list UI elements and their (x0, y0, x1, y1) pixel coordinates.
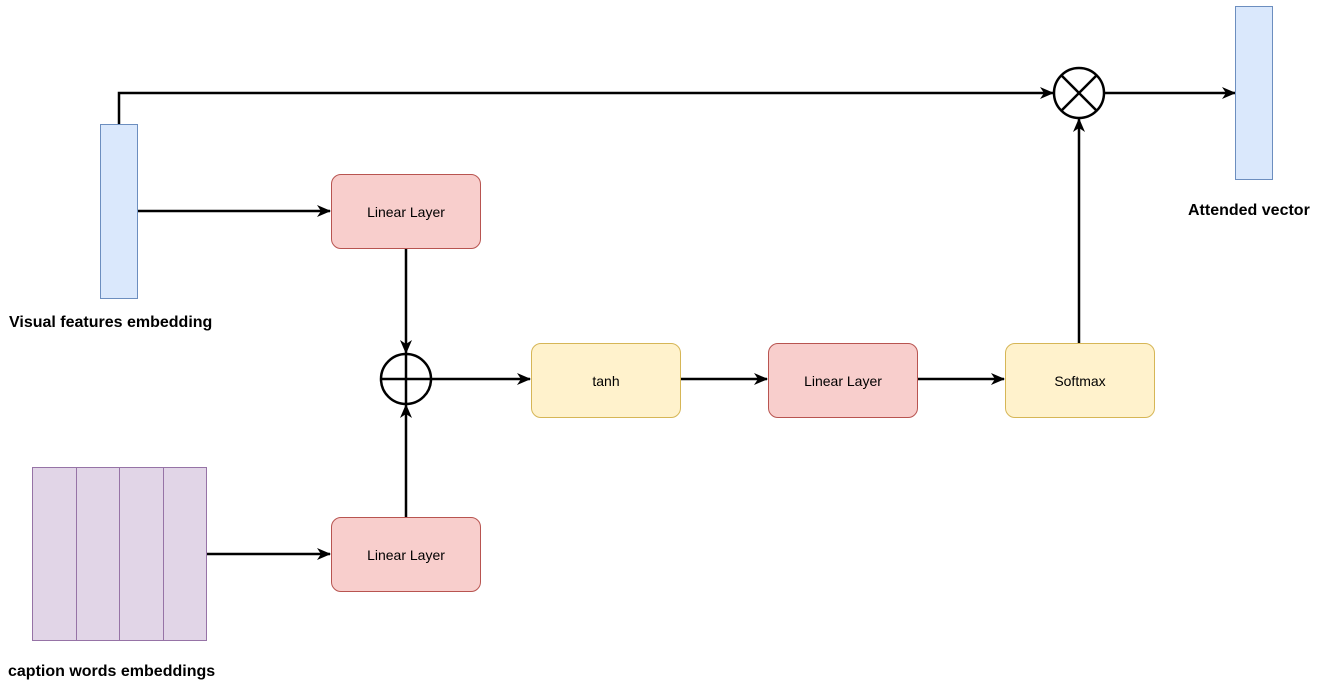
softmax-node: Softmax (1005, 343, 1155, 418)
caption-word-vector (162, 467, 207, 641)
times-circle-icon (1052, 66, 1106, 120)
linear-layer-caption: Linear Layer (331, 517, 481, 592)
caption-words-vectors (32, 467, 207, 641)
visual-features-vector (100, 124, 138, 299)
attended-vector-box (1235, 6, 1273, 180)
caption-words-label: caption words embeddings (8, 663, 216, 680)
caption-word-vector (119, 467, 164, 641)
caption-word-vector (32, 467, 77, 641)
tanh-node: tanh (531, 343, 681, 418)
caption-word-vector (75, 467, 121, 641)
attended-vector-label: Attended vector (1188, 202, 1310, 219)
edge-visual-to-multiply (117, 87, 1054, 124)
plus-circle-icon (379, 352, 433, 406)
visual-features-label: Visual features embedding (9, 314, 213, 331)
linear-layer-score: Linear Layer (768, 343, 918, 418)
linear-layer-visual: Linear Layer (331, 174, 481, 249)
